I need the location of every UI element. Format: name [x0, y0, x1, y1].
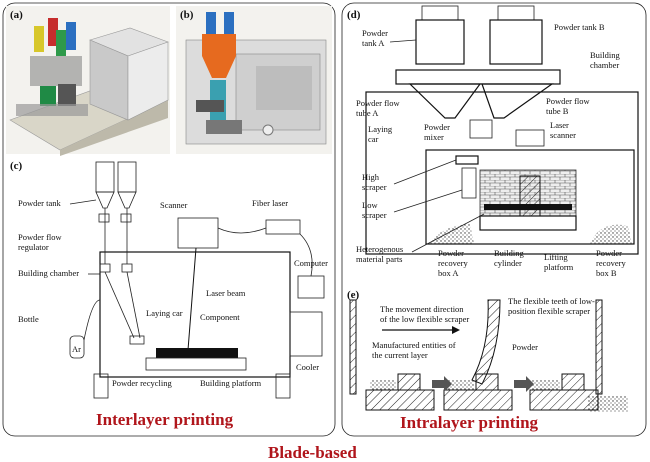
label-flow-b-1: Powder flow	[546, 96, 591, 106]
label-hetero-2: material parts	[356, 254, 403, 264]
powder-tank-a-shape	[415, 19, 465, 65]
right-panel-frame	[341, 2, 647, 437]
panel-b-render: (b)	[176, 6, 332, 154]
label-hetero-1: Heterogenous	[356, 244, 403, 254]
flexible-scraper-shape	[471, 299, 501, 385]
label-laying-2: car	[368, 134, 379, 144]
label-flow-a-1: Powder flow	[356, 98, 401, 108]
label-tank-a-2: tank A	[362, 38, 385, 48]
panel-a-render: (a)	[6, 6, 170, 156]
label-box-a-2: recovery	[438, 258, 468, 268]
panel-d-letter: (d)	[347, 9, 361, 21]
label-laser-beam: Laser beam	[206, 288, 246, 298]
building-chamber-d-outline	[365, 91, 639, 255]
label-box-a-3: box A	[438, 268, 459, 278]
fiber-laser-shape	[265, 219, 301, 235]
panel-d-diagram: (d) Powder tank A Powder tank B Building…	[347, 5, 639, 278]
label-bottle: Bottle	[18, 314, 39, 324]
label-building-chamber: Building chamber	[18, 268, 79, 278]
label-mixer-2: mixer	[424, 132, 444, 142]
label-scanner-1: Laser	[550, 120, 569, 130]
footer-title: Blade-based	[268, 443, 357, 462]
left-panel-frame	[2, 2, 336, 437]
label-high-2: scraper	[362, 182, 387, 192]
label-chamber-2: chamber	[590, 60, 619, 70]
cooler-shape	[289, 311, 323, 357]
label-box-a-1: Powder	[438, 248, 464, 258]
label-flex-1: The flexible teeth of low-	[508, 296, 595, 306]
label-laying-car: Laying car	[146, 308, 183, 318]
building-cylinder-shape	[479, 215, 577, 231]
computer-shape	[297, 275, 325, 299]
label-flow-b-2: tube B	[546, 106, 569, 116]
ar-label: Ar	[72, 344, 81, 354]
label-manufactured-2: the current layer	[372, 350, 428, 360]
label-low-2: scraper	[362, 210, 387, 220]
panel-b-letter: (b)	[180, 9, 194, 21]
laser-beam-line	[187, 247, 197, 351]
label-flow-regulator-1: Powder flow	[18, 232, 63, 242]
label-box-b-3: box B	[596, 268, 617, 278]
label-box-b-2: recovery	[596, 258, 626, 268]
label-movement-1: The movement direction	[380, 304, 464, 314]
caption-intralayer: Intralayer printing	[400, 413, 539, 432]
label-low-1: Low	[362, 200, 378, 210]
lifting-platform-shape	[484, 204, 572, 210]
label-high-1: High	[362, 172, 380, 182]
label-powder-recycling: Powder recycling	[112, 378, 172, 388]
label-lift-2: platform	[544, 262, 574, 272]
scanner-shape	[177, 217, 219, 249]
powder-tank-shape	[95, 161, 141, 339]
label-cylinder-1: Building	[494, 248, 525, 258]
label-mixer-1: Powder	[424, 122, 450, 132]
label-powder-tank: Powder tank	[18, 198, 61, 208]
label-laying-1: Laying	[368, 124, 393, 134]
label-computer: Computer	[294, 258, 328, 268]
panel-c-letter: (c)	[10, 160, 23, 172]
label-tank-b: Powder tank B	[554, 22, 605, 32]
powder-mixer-shape	[469, 119, 493, 139]
laser-scanner-shape	[515, 129, 545, 147]
label-box-b-1: Powder	[596, 248, 622, 258]
powder-particles	[588, 396, 628, 412]
high-scraper-shape	[455, 155, 479, 165]
powder-tank-b-shape	[489, 19, 543, 65]
label-component: Component	[200, 312, 240, 322]
label-fiber-laser: Fiber laser	[252, 198, 288, 208]
caption-interlayer: Interlayer printing	[96, 410, 234, 429]
label-scanner-2: scanner	[550, 130, 576, 140]
label-powder: Powder	[512, 342, 538, 352]
laying-car-shape	[129, 335, 145, 345]
label-building-platform: Building platform	[200, 378, 262, 388]
panel-a-letter: (a)	[10, 9, 23, 21]
panel-c-diagram: (c) Ar	[10, 160, 328, 429]
label-flex-2: position flexible scraper	[508, 306, 590, 316]
bottle-shape	[69, 335, 85, 359]
label-scanner: Scanner	[160, 200, 188, 210]
label-flow-regulator-2: regulator	[18, 242, 49, 252]
panel-e-letter: (e)	[347, 289, 360, 301]
label-movement-2: of the low flexible scraper	[380, 314, 469, 324]
label-cooler: Cooler	[296, 362, 319, 372]
label-chamber-1: Building	[590, 50, 621, 60]
label-lift-1: Lifting	[544, 252, 568, 262]
label-cylinder-2: cylinder	[494, 258, 522, 268]
label-tank-a-1: Powder	[362, 28, 388, 38]
building-platform-shape	[156, 348, 238, 358]
panel-e-diagram: (e) The movement direction of the low fl…	[347, 289, 628, 432]
label-flow-a-2: tube A	[356, 108, 379, 118]
label-manufactured-1: Manufactured entities of	[372, 340, 456, 350]
